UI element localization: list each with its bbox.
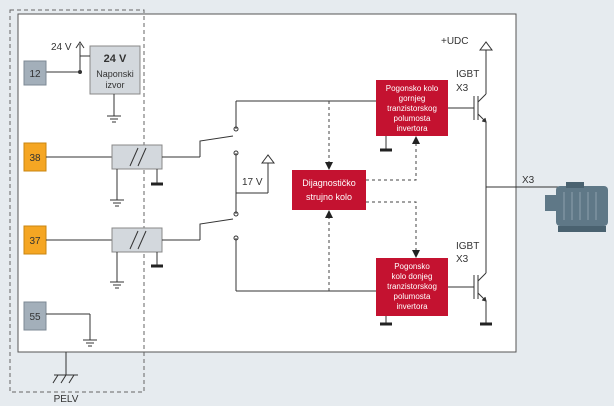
terminal-55[interactable]: 55	[23, 301, 47, 331]
terminal-12[interactable]: 12	[23, 60, 47, 86]
svg-text:Naponski: Naponski	[96, 69, 134, 79]
svg-text:Pogonsko kolo: Pogonsko kolo	[386, 84, 439, 93]
power-supply: 24 V Naponski izvor	[89, 45, 141, 95]
terminal-37[interactable]: 37	[23, 225, 47, 255]
svg-text:kolo donjeg: kolo donjeg	[392, 272, 433, 281]
svg-text:Pogonsko: Pogonsko	[394, 262, 430, 271]
ground-icon	[110, 199, 124, 207]
svg-text:strujno kolo: strujno kolo	[306, 192, 352, 202]
pelv-region	[9, 9, 145, 393]
svg-text:invertora: invertora	[396, 302, 428, 311]
svg-text:izvor: izvor	[105, 80, 124, 90]
driver-bottom-block: Pogonsko kolo donjeg tranzistorskog polu…	[376, 258, 448, 316]
svg-text:gornjeg: gornjeg	[399, 94, 426, 103]
chassis-ground-icon	[52, 374, 78, 384]
label-x3-output: X3	[522, 175, 535, 186]
svg-text:37: 37	[29, 236, 41, 247]
ground-icon	[107, 115, 121, 123]
label-igbt-bottom: IGBT	[456, 241, 479, 252]
power-supply-voltage: 24 V	[104, 53, 127, 65]
terminal-38[interactable]: 38	[23, 142, 47, 172]
label-24v: 24 V	[51, 42, 72, 53]
motor-icon	[545, 182, 608, 232]
optocoupler-icon	[111, 227, 163, 253]
svg-text:tranzistorskog: tranzistorskog	[387, 282, 437, 291]
label-udc: +UDC	[441, 36, 469, 47]
svg-text:Dijagnostičko: Dijagnostičko	[302, 178, 356, 188]
supply-arrow-icon	[75, 41, 85, 72]
label-igbt-top: IGBT	[456, 69, 479, 80]
optocoupler-icon	[111, 144, 163, 170]
svg-text:polumosta: polumosta	[394, 292, 431, 301]
label-17v: 17 V	[242, 177, 263, 188]
ground-icon	[83, 339, 97, 347]
igbt-top-icon	[473, 93, 487, 123]
svg-text:invertora: invertora	[396, 124, 428, 133]
igbt-bottom-icon	[473, 272, 487, 302]
label-pelv: PELV	[54, 394, 79, 405]
svg-text:tranzistorskog: tranzistorskog	[387, 104, 437, 113]
label-x3-top: X3	[456, 83, 469, 94]
svg-text:38: 38	[29, 153, 41, 164]
driver-top-block: Pogonsko kolo gornjeg tranzistorskog pol…	[376, 80, 448, 136]
svg-text:12: 12	[29, 69, 41, 80]
svg-text:55: 55	[29, 312, 41, 323]
label-x3-bottom: X3	[456, 254, 469, 265]
svg-text:polumosta: polumosta	[394, 114, 431, 123]
supply-arrow-icon	[479, 41, 493, 51]
diagnostic-block: Dijagnostičko strujno kolo	[292, 170, 366, 210]
supply-arrow-icon	[261, 154, 275, 164]
ground-icon	[110, 281, 124, 289]
